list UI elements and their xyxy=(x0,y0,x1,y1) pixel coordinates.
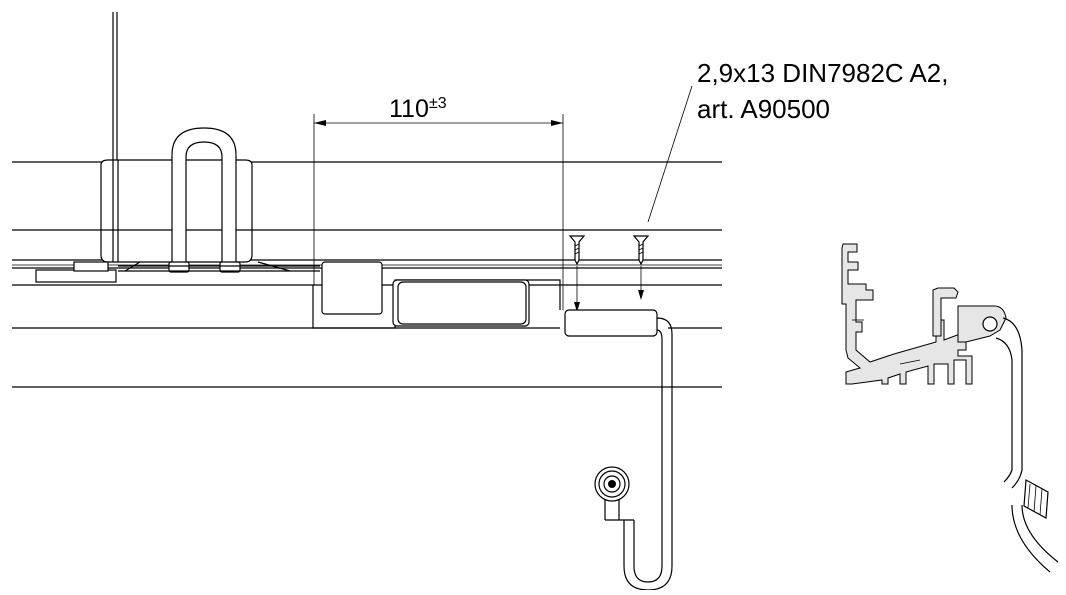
vertical-post xyxy=(112,12,118,163)
side-section-view: 110 ±3 xyxy=(12,12,949,591)
screw-left xyxy=(568,235,586,312)
channel-profile xyxy=(312,261,561,329)
callout-leader xyxy=(647,85,693,223)
dimension-nominal: 110 xyxy=(389,95,429,123)
screw-spec-line2: art. A90500 xyxy=(697,94,830,124)
round-knob xyxy=(594,466,634,521)
u-bracket xyxy=(168,127,241,273)
base-foot xyxy=(35,261,320,283)
knob-side xyxy=(1023,479,1049,519)
screw-spec-line1: 2,9x13 DIN7982C A2, xyxy=(697,58,949,88)
screw-right xyxy=(632,235,650,300)
dimension-tolerance: ±3 xyxy=(429,95,447,112)
handle-bar xyxy=(564,309,673,591)
dimension-110: 110 ±3 xyxy=(313,95,564,310)
profile-cross-section xyxy=(841,243,1059,573)
